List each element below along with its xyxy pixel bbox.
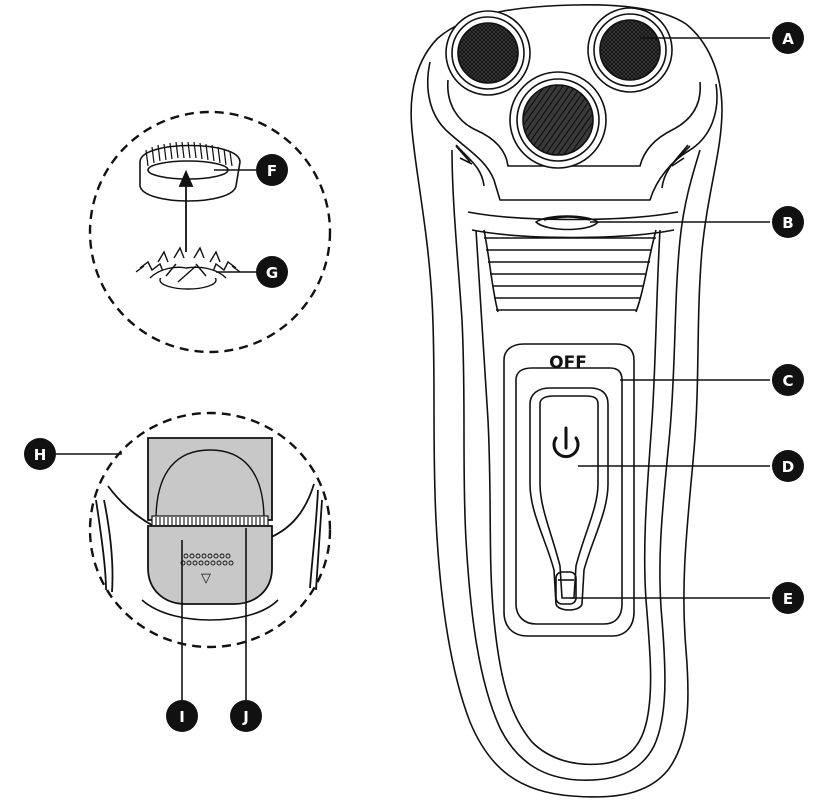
- head-base-curve: [455, 144, 689, 189]
- label-j: J: [230, 700, 262, 732]
- svg-text:J: J: [242, 708, 249, 726]
- switch-off-label: OFF: [549, 353, 587, 373]
- trimmer-detail-circle: [88, 411, 332, 649]
- label-c: C: [772, 364, 804, 396]
- svg-text:I: I: [179, 708, 185, 726]
- power-icon: [552, 426, 580, 459]
- label-e: E: [772, 582, 804, 614]
- svg-text:G: G: [266, 264, 278, 282]
- label-g: G: [256, 256, 288, 288]
- label-d: D: [772, 450, 804, 482]
- grip-grooves: [483, 229, 657, 313]
- body-outline-deep: [475, 229, 661, 766]
- switch-housing: [515, 367, 623, 625]
- svg-text:D: D: [782, 458, 794, 476]
- charge-indicator: [555, 571, 577, 605]
- vent-dots: [180, 553, 234, 566]
- trimmer-blade: [151, 515, 269, 527]
- svg-text:B: B: [782, 214, 793, 232]
- label-b: B: [772, 206, 804, 238]
- power-button[interactable]: [529, 387, 609, 611]
- body-outline: [410, 4, 723, 798]
- leader-lines: [56, 37, 770, 700]
- shaving-head-left: [445, 10, 531, 96]
- svg-text:C: C: [782, 372, 793, 390]
- head-frame: [426, 61, 718, 201]
- blade-cutter: [135, 246, 241, 290]
- blade-detail-circle: [88, 110, 332, 354]
- head-frame-inner: [447, 79, 701, 167]
- svg-text:E: E: [783, 590, 793, 608]
- shaving-head-right: [587, 7, 673, 93]
- shaver-body: [410, 4, 723, 798]
- trimmer-detail: ▽: [88, 411, 332, 649]
- shaving-head-center: [509, 71, 607, 169]
- label-a: A: [772, 22, 804, 54]
- body-outline-inner: [451, 149, 701, 781]
- trimmer-marker: ▽: [201, 571, 211, 586]
- blade-detail: [88, 110, 332, 354]
- svg-text:H: H: [34, 446, 47, 464]
- label-i: I: [166, 700, 198, 732]
- shaving-heads: [445, 7, 673, 169]
- cutter-ring: [139, 141, 241, 202]
- label-f: F: [256, 154, 288, 186]
- release-button[interactable]: [535, 215, 599, 231]
- switch-housing-outer: [503, 343, 635, 637]
- svg-text:A: A: [782, 30, 794, 48]
- assembly-arrow: [178, 169, 194, 252]
- label-h: H: [24, 438, 56, 470]
- svg-text:F: F: [267, 162, 277, 180]
- trimmer-head: [147, 525, 273, 605]
